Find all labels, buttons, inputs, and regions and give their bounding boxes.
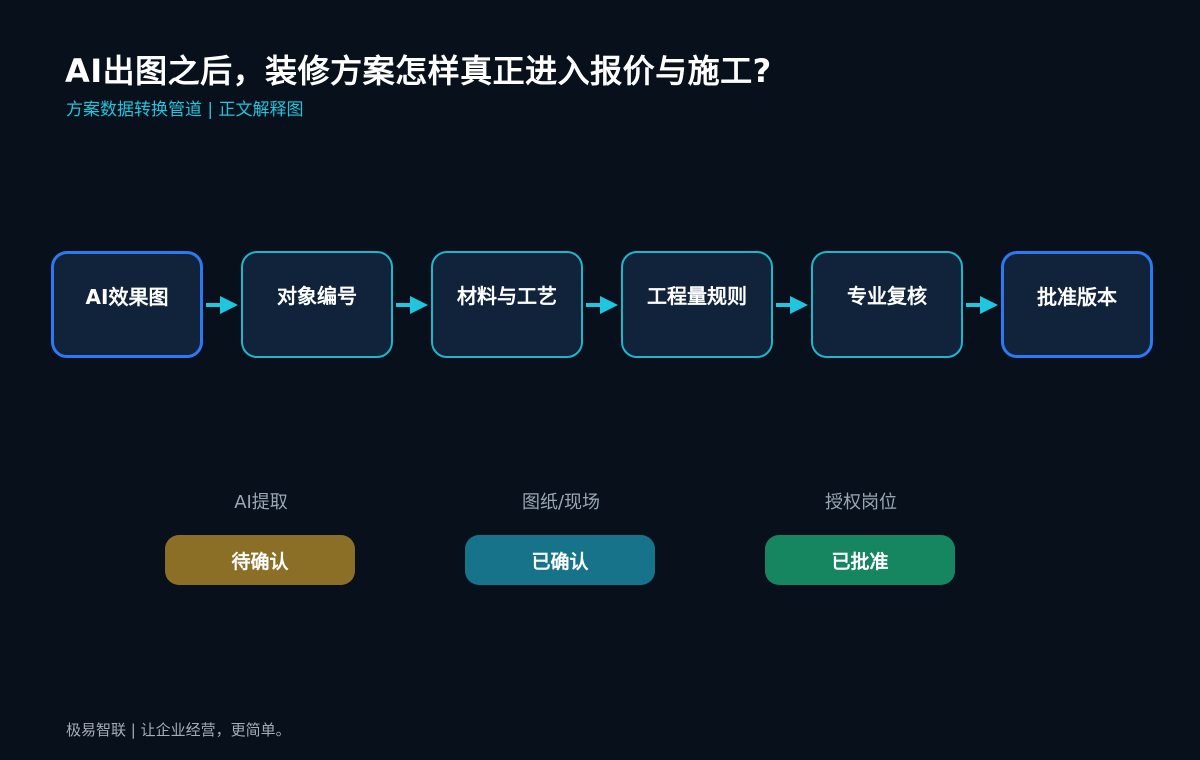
- step-label: 材料与工艺: [457, 284, 557, 308]
- status-caption: 授权岗位: [825, 492, 897, 513]
- step-label: 批准版本: [1037, 285, 1117, 309]
- arrow-right-icon: [206, 296, 238, 314]
- status-pending: AI提取 待确认: [165, 488, 357, 588]
- status-caption: 图纸/现场: [521, 492, 601, 513]
- conversion-pipeline: AI效果图 对象编号 材料与工艺 工程量规则 专业复核 批准版本: [51, 251, 1153, 358]
- step-materials-craft: 材料与工艺: [431, 251, 583, 358]
- status-badge: 已批准: [765, 535, 955, 585]
- footer-tagline: 极易智联 | 让企业经营，更简单。: [66, 721, 291, 739]
- status-badge: 待确认: [165, 535, 355, 585]
- page-subtitle: 方案数据转换管道 | 正文解释图: [66, 100, 304, 120]
- step-ai-rendering: AI效果图: [51, 251, 203, 358]
- arrow-right-icon: [966, 296, 998, 314]
- status-confirmed: 图纸/现场 已确认: [465, 488, 657, 588]
- step-label: AI效果图: [85, 285, 169, 309]
- arrow-right-icon: [586, 296, 618, 314]
- step-label: 专业复核: [847, 284, 927, 308]
- step-label: 工程量规则: [647, 284, 747, 308]
- status-approved: 授权岗位 已批准: [765, 488, 957, 588]
- step-approved-version: 批准版本: [1001, 251, 1153, 358]
- status-caption: AI提取: [234, 492, 288, 513]
- step-quantity-rules: 工程量规则: [621, 251, 773, 358]
- page-title: AI出图之后，装修方案怎样真正进入报价与施工?: [65, 52, 772, 90]
- arrow-right-icon: [776, 296, 808, 314]
- step-professional-review: 专业复核: [811, 251, 963, 358]
- arrow-right-icon: [396, 296, 428, 314]
- status-badge: 已确认: [465, 535, 655, 585]
- step-label: 对象编号: [277, 284, 357, 308]
- step-object-numbering: 对象编号: [241, 251, 393, 358]
